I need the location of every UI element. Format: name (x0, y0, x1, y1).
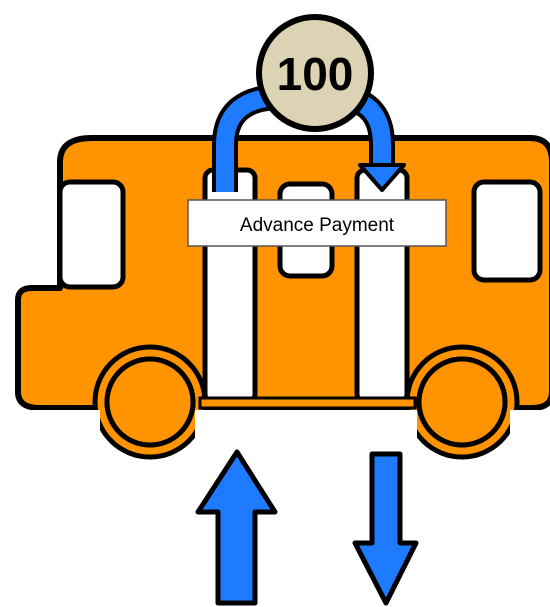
arrow-down-icon (355, 454, 416, 603)
coin-value: 100 (277, 48, 354, 100)
advance-payment-label: Advance Payment (240, 215, 395, 236)
advance-payment-sign: Advance Payment (188, 200, 446, 246)
bus-icon (0, 138, 550, 470)
arrow-up-icon (198, 452, 275, 603)
coin-icon: 100 (259, 17, 371, 129)
front-window (60, 182, 123, 287)
rear-window (474, 182, 540, 280)
